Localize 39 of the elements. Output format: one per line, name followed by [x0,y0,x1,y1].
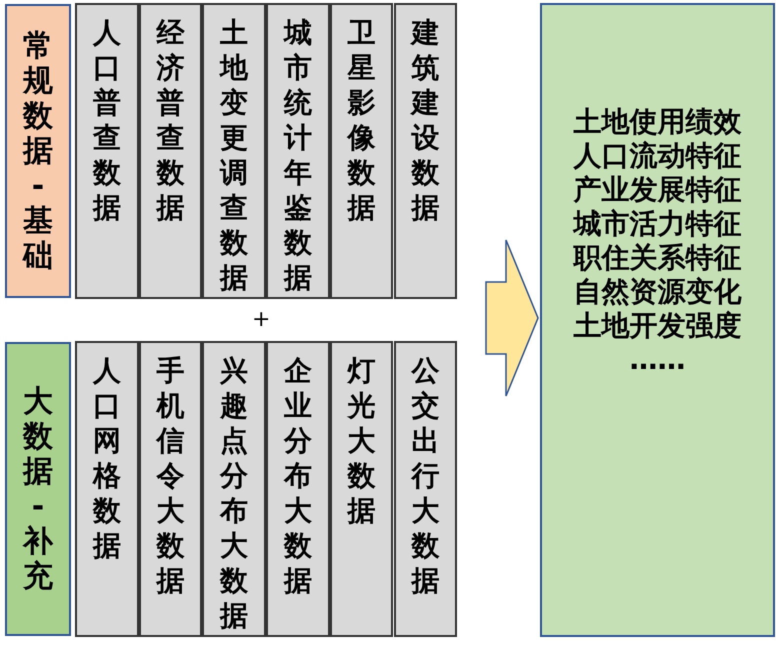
data-source-column [266,3,330,299]
plus-sign: + [252,306,270,334]
data-source-column [202,341,266,637]
data-source-label: 手机信令大数据 [156,353,185,598]
data-source-label: 灯光大数据 [348,353,376,528]
data-source-column [138,3,202,299]
result-item: 城市活力特征 [574,207,742,241]
data-source-column [266,341,330,637]
data-source-column [330,3,394,299]
result-item: 土地使用绩效 [574,105,742,139]
data-source-label: 人口网格数据 [92,353,121,563]
category-box [5,342,71,636]
data-source-label: 兴趣点分布大数据 [220,353,248,633]
result-item: …… [630,343,686,377]
result-item: 产业发展特征 [574,173,742,207]
data-source-column [138,341,202,637]
data-source-column [394,341,458,637]
data-source-column [330,341,394,637]
category-label: 常规数据-基础 [23,28,53,274]
result-item: 土地开发强度 [574,309,742,343]
block-arrow [485,239,539,397]
data-source-column [75,341,139,637]
result-item: 自然资源变化 [574,275,742,309]
data-source-column [202,3,266,299]
data-source-label: 建筑建设数据 [411,15,440,225]
data-source-label: 人口普查数据 [92,15,121,225]
data-source-label: 企业分布大数据 [284,353,312,598]
result-item: 人口流动特征 [574,139,742,173]
result-panel [540,3,775,637]
data-source-column [394,3,458,299]
result-item: 职住关系特征 [574,241,742,275]
data-source-label: 公交出行大数据 [411,353,440,598]
data-source-label: 土地变更调查数据 [220,15,248,295]
data-source-label: 经济普查数据 [156,15,185,225]
category-label: 大数据-补充 [23,384,53,594]
data-source-column [75,3,139,299]
data-source-label: 城市统计年鉴数据 [284,15,312,295]
category-box [5,4,71,298]
data-source-label: 卫星影像数据 [348,15,376,225]
